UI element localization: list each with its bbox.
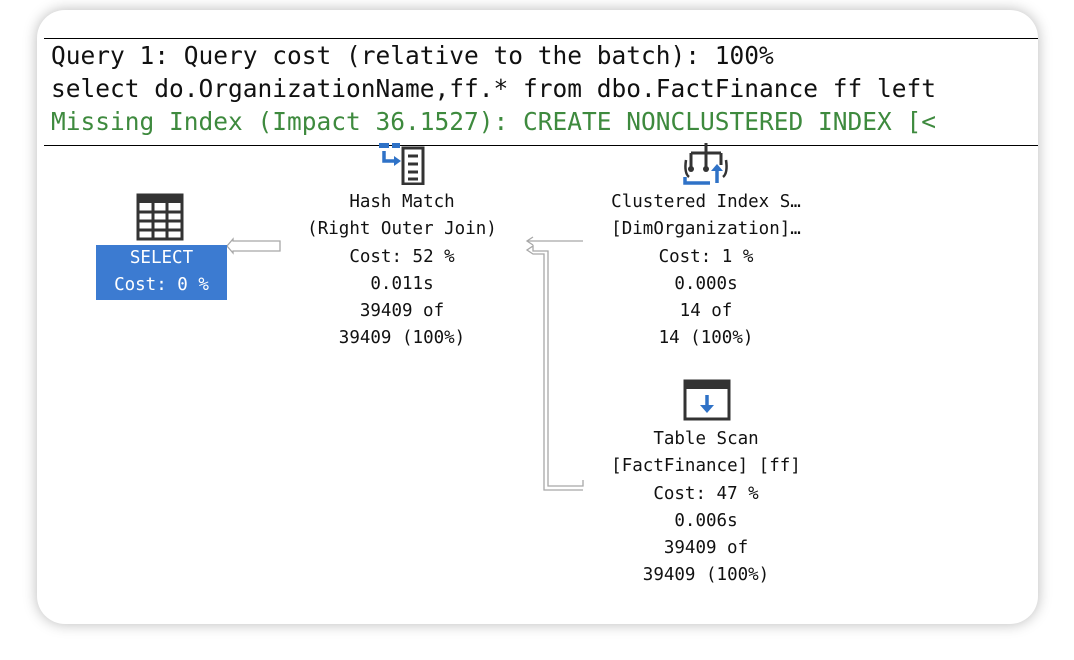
query-sql-line: select do.OrganizationName,ff.* from dbo…	[51, 74, 937, 103]
hash-match-detail: (Right Outer Join)	[307, 219, 497, 240]
arrow-clusteredscan-to-hashmatch	[525, 236, 583, 246]
arrow-tablescan-to-hashmatch	[525, 244, 584, 491]
table-grid-icon[interactable]	[136, 193, 186, 245]
query-cost-line: Query 1: Query cost (relative to the bat…	[51, 41, 774, 70]
clustered-index-scan-cost: Cost: 1 %	[658, 246, 754, 267]
hash-match-rows-est: 39409 (100%)	[338, 328, 466, 349]
select-node-cost: Cost: 0 %	[114, 275, 209, 295]
table-scan-label: Table Scan	[653, 429, 759, 449]
table-scan-detail: [FactFinance] [ff]	[611, 456, 801, 477]
query-header: Query 1: Query cost (relative to the bat…	[44, 38, 1038, 146]
table-scan-time: 0.006s	[674, 510, 738, 531]
clustered-index-scan-rows-of: 14 of	[679, 301, 733, 322]
hash-match-node[interactable]: Hash Match (Right Outer Join) Cost: 52 %…	[286, 189, 518, 353]
arrow-hashmatch-to-select	[226, 237, 281, 255]
clustered-index-scan-time: 0.000s	[674, 273, 738, 294]
clustered-index-scan-label: Clustered Index S…	[611, 192, 801, 212]
select-node-label: SELECT	[129, 248, 194, 268]
plan-connectors	[226, 236, 584, 491]
missing-index-line[interactable]: Missing Index (Impact 36.1527): CREATE N…	[51, 107, 937, 136]
table-scan-icon[interactable]	[683, 379, 731, 425]
table-scan-rows-of: 39409 of	[663, 538, 749, 559]
table-scan-cost: Cost: 47 %	[653, 483, 759, 504]
table-scan-node[interactable]: Table Scan [FactFinance] [ff] Cost: 47 %…	[586, 426, 826, 590]
hash-match-icon[interactable]	[379, 143, 425, 189]
clustered-index-scan-node[interactable]: Clustered Index S… [DimOrganization]… Co…	[585, 189, 827, 353]
clustered-index-scan-detail: [DimOrganization]…	[611, 219, 801, 240]
clustered-index-scan-rows-est: 14 (100%)	[658, 328, 754, 349]
select-node[interactable]: SELECT Cost: 0 %	[96, 245, 227, 300]
hash-match-rows-of: 39409 of	[359, 301, 445, 322]
hash-match-time: 0.011s	[370, 273, 434, 294]
hash-match-label: Hash Match	[349, 192, 455, 212]
hash-match-cost: Cost: 52 %	[349, 246, 455, 267]
clustered-index-scan-icon[interactable]	[682, 143, 730, 191]
table-scan-rows-est: 39409 (100%)	[642, 565, 770, 586]
execution-plan-panel: Query 1: Query cost (relative to the bat…	[37, 10, 1038, 624]
